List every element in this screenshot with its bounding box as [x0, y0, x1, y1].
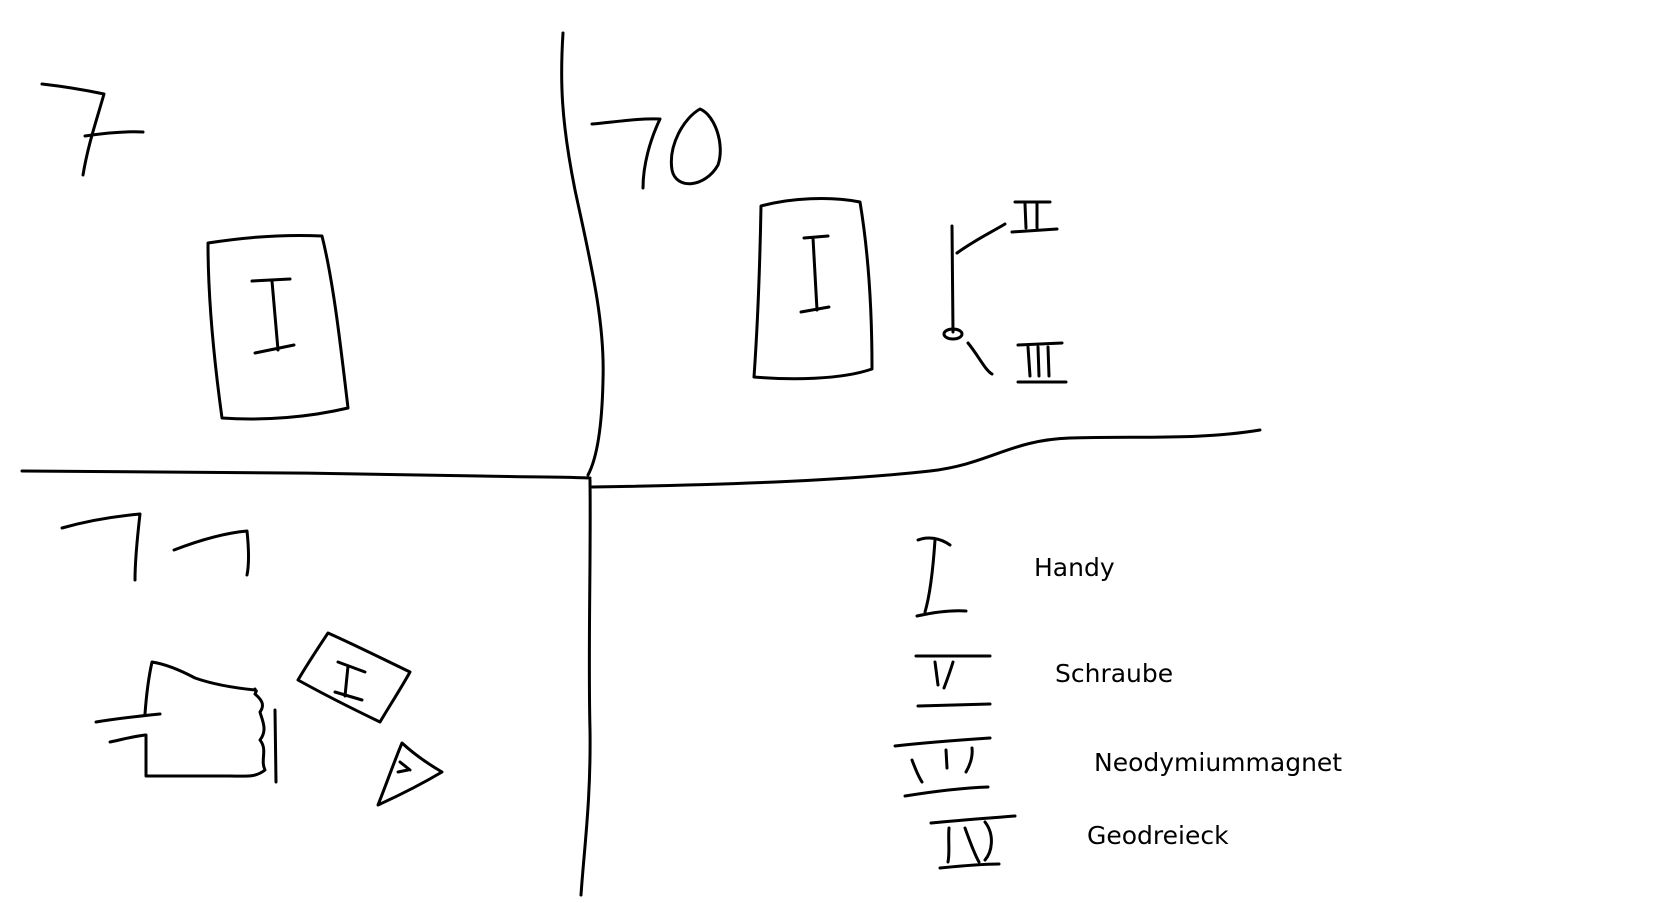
- horizontal-divider-left: [20, 469, 592, 480]
- hand-drawing: [94, 660, 278, 784]
- vertical-divider-bottom: [579, 478, 592, 897]
- phone-I-drawing: [752, 197, 874, 381]
- phone-I-drawing: [296, 631, 412, 724]
- vertical-divider-top: [560, 31, 605, 477]
- legend-label-handy: Handy: [1034, 553, 1115, 582]
- handwritten-seventy-seven: [60, 512, 250, 582]
- quadrant-7: [40, 82, 350, 421]
- magnet-III-drawing: [942, 327, 1068, 384]
- handwritten-seventy: [590, 107, 722, 190]
- legend-numeral-IV: [929, 814, 1017, 870]
- phone-I-drawing: [206, 233, 350, 421]
- quadrant-77: [60, 512, 444, 807]
- legend-numeral-II: [914, 654, 992, 708]
- legend-numeral-III: [893, 736, 992, 798]
- legend-numerals: [893, 536, 1017, 870]
- set-square-IV-drawing: [376, 741, 444, 807]
- handwritten-seven: [40, 82, 145, 177]
- quadrant-70: [590, 107, 1068, 384]
- legend-label-geodreieck: Geodreieck: [1087, 821, 1229, 850]
- legend-numeral-I: [915, 536, 968, 618]
- screw-II-drawing: [950, 200, 1059, 334]
- legend-label-schraube: Schraube: [1055, 659, 1174, 688]
- legend-label-neodymiummagnet: Neodymiummagnet: [1094, 748, 1343, 777]
- horizontal-divider-right: [590, 428, 1262, 489]
- quadrant-dividers: [20, 31, 1262, 897]
